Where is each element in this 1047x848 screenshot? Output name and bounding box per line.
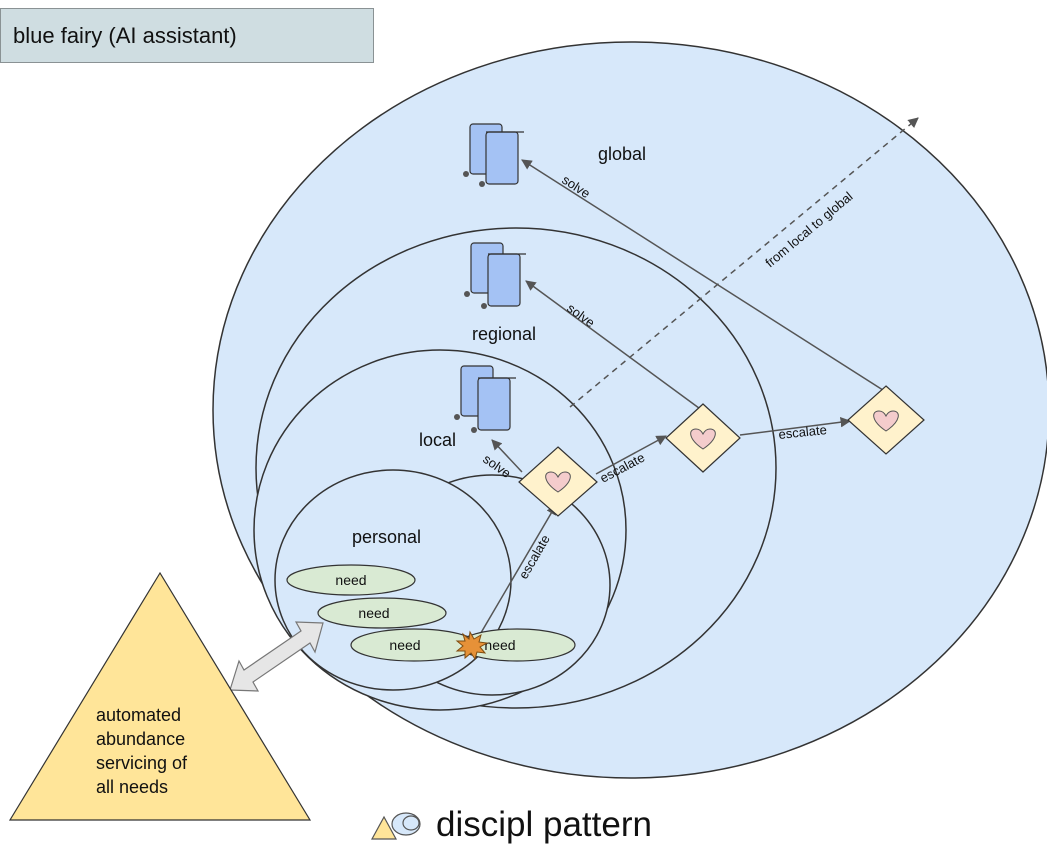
need-item-1: need (286, 564, 416, 596)
scroll-icon-local (454, 365, 516, 433)
heart-icon (690, 428, 716, 450)
triangle-line: automated (96, 705, 182, 725)
need-item-4: need (458, 628, 576, 662)
escalate-arrow-3 (739, 416, 852, 436)
escalate-arrow-2 (595, 435, 667, 475)
local-label: local (419, 430, 456, 450)
escalate-label-3: escalate (778, 422, 828, 442)
automation-triangle (8, 571, 312, 821)
need-label: need (335, 572, 366, 588)
scroll-icon-regional (464, 242, 526, 309)
solve-global-arrow (521, 159, 887, 393)
heart-diamond-global (847, 385, 925, 455)
heart-diamond-regional (665, 403, 741, 473)
local-to-global-arrow (569, 117, 919, 408)
discipl-logo-icon (370, 812, 421, 840)
solve-regional-arrow (525, 280, 704, 412)
triangle-line: servicing of (96, 753, 188, 773)
triangle-line: all needs (96, 777, 169, 797)
need-label: need (358, 605, 389, 621)
title-box: blue fairy (AI assistant) (0, 8, 374, 63)
solve-local-arrow (491, 439, 523, 473)
brand: discipl pattern (370, 805, 652, 845)
heart-diamond-local (518, 446, 598, 517)
triangle-line: abundance (96, 729, 186, 749)
need-item-2: need (317, 597, 447, 629)
heart-icon (873, 410, 899, 432)
escalate-arrow-1 (474, 504, 557, 644)
heart-icon (545, 471, 571, 493)
scroll-icon-global (463, 123, 524, 187)
regional-label: regional (472, 324, 536, 344)
global-label: global (598, 144, 646, 164)
brand-text: discipl pattern (436, 805, 652, 844)
need-label: need (484, 637, 515, 653)
triangle-caption: automated abundance servicing of all nee… (96, 703, 246, 799)
burst-icon (455, 630, 489, 661)
need-label: need (389, 637, 420, 653)
need-item-3: need (350, 628, 478, 662)
personal-label: personal (352, 527, 421, 547)
